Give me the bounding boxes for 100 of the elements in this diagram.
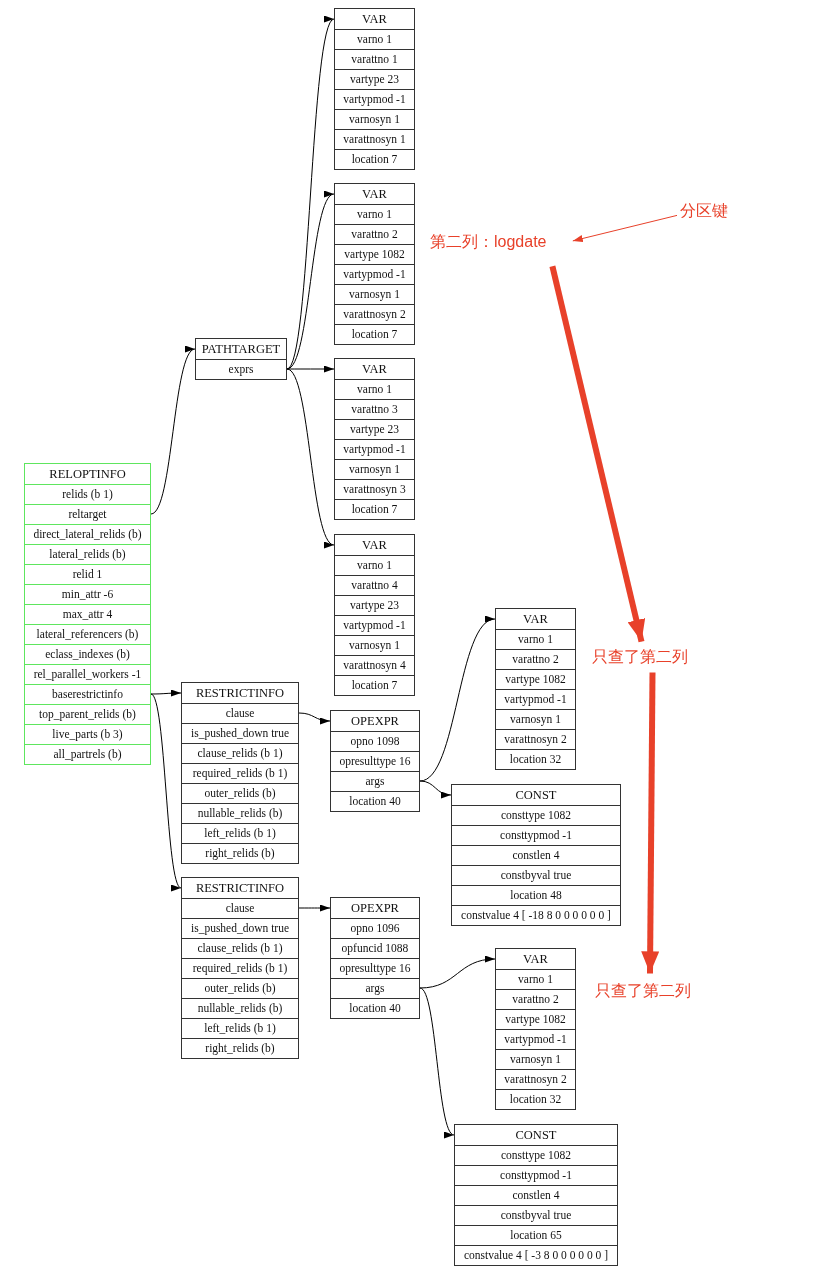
record-field: required_relids (b 1) <box>182 763 298 783</box>
arrow <box>286 368 335 546</box>
annotation-text: 只查了第二列 <box>592 646 702 668</box>
record-table <box>181 682 299 864</box>
record-field: right_relids (b) <box>182 843 298 863</box>
record-field: opno 1098 <box>331 731 419 751</box>
record-field: is_pushed_down true <box>182 918 298 938</box>
record-field: opfuncid 1088 <box>331 938 419 958</box>
record-field: varattnosyn 1 <box>335 129 414 149</box>
annotation-text: 分区键 <box>680 200 740 222</box>
record-field: is_pushed_down true <box>182 723 298 743</box>
record-field: outer_relids (b) <box>182 978 298 998</box>
record-field: required_relids (b 1) <box>182 958 298 978</box>
record-field: lateral_relids (b) <box>25 544 150 564</box>
record-field: args <box>331 978 419 998</box>
record-field: live_parts (b 3) <box>25 724 150 744</box>
record-field: left_relids (b 1) <box>182 1018 298 1038</box>
record-field: clause <box>182 703 298 723</box>
record-field: min_attr -6 <box>25 584 150 604</box>
record-field: outer_relids (b) <box>182 783 298 803</box>
record-field: vartypmod -1 <box>335 264 414 284</box>
record-field: varattno 2 <box>496 649 575 669</box>
record-field: location 40 <box>331 998 419 1018</box>
record-header: VAR <box>361 536 388 554</box>
record-table <box>330 897 420 1019</box>
record-table <box>334 534 415 696</box>
record-table <box>195 338 287 380</box>
annotation-text: 只查了第二列 <box>595 980 705 1002</box>
arrow <box>286 18 335 370</box>
record-field: varattno 1 <box>335 49 414 69</box>
record-field: right_relids (b) <box>182 1038 298 1058</box>
record-field: eclass_indexes (b) <box>25 644 150 664</box>
record-header: VAR <box>522 610 549 628</box>
record-field: opresulttype 16 <box>331 751 419 771</box>
arrow <box>419 780 452 798</box>
record-field: nullable_relids (b) <box>182 803 298 823</box>
record-table <box>24 463 151 765</box>
record-field: all_partrels (b) <box>25 744 150 764</box>
record-field: vartypmod -1 <box>335 439 414 459</box>
record-field: clause_relids (b 1) <box>182 938 298 958</box>
record-field: varattnosyn 4 <box>335 655 414 675</box>
record-field: location 65 <box>455 1225 617 1245</box>
record-field: clause_relids (b 1) <box>182 743 298 763</box>
record-field: constvalue 4 [ -3 8 0 0 0 0 0 0 ] <box>455 1245 617 1265</box>
record-field: location 32 <box>496 749 575 769</box>
record-field: vartype 23 <box>335 419 414 439</box>
record-header: VAR <box>361 185 388 203</box>
record-field: varattnosyn 3 <box>335 479 414 499</box>
record-field: vartypmod -1 <box>335 615 414 635</box>
record-field: baserestrictinfo <box>25 684 150 704</box>
record-field: exprs <box>196 359 286 379</box>
record-field: vartypmod -1 <box>496 1029 575 1049</box>
arrow <box>641 672 660 974</box>
record-field: consttypmod -1 <box>455 1165 617 1185</box>
record-header: OPEXPR <box>350 899 400 917</box>
record-field: varno 1 <box>496 969 575 989</box>
record-field: varattnosyn 2 <box>335 304 414 324</box>
record-header: RESTRICTINFO <box>194 684 286 702</box>
arrow <box>150 689 182 697</box>
record-field: varnosyn 1 <box>335 109 414 129</box>
record-field: location 48 <box>452 885 620 905</box>
arrow <box>549 265 646 643</box>
record-field: varattno 2 <box>335 224 414 244</box>
record-header: CONST <box>514 786 558 804</box>
annotation-text: 第二列：logdate <box>430 231 566 253</box>
record-field: direct_lateral_relids (b) <box>25 524 150 544</box>
record-table <box>451 784 621 926</box>
record-field: varnosyn 1 <box>335 635 414 655</box>
record-field: varattno 2 <box>496 989 575 1009</box>
record-field: location 32 <box>496 1089 575 1109</box>
record-table <box>495 608 576 770</box>
record-header: RELOPTINFO <box>48 465 127 483</box>
record-field: varnosyn 1 <box>335 284 414 304</box>
record-field: vartype 1082 <box>496 1009 575 1029</box>
record-field: vartype 1082 <box>496 669 575 689</box>
arrow <box>150 693 182 889</box>
record-header: VAR <box>361 360 388 378</box>
record-field: nullable_relids (b) <box>182 998 298 1018</box>
record-field: location 40 <box>331 791 419 811</box>
record-field: constlen 4 <box>452 845 620 865</box>
record-field: varno 1 <box>335 29 414 49</box>
record-field: varnosyn 1 <box>335 459 414 479</box>
record-field: varno 1 <box>335 204 414 224</box>
record-field: constlen 4 <box>455 1185 617 1205</box>
record-field: vartype 23 <box>335 595 414 615</box>
record-field: varattnosyn 2 <box>496 1069 575 1089</box>
arrow <box>286 193 335 370</box>
record-field: varnosyn 1 <box>496 709 575 729</box>
record-table <box>334 358 415 520</box>
arrow <box>298 904 331 912</box>
record-field: vartype 23 <box>335 69 414 89</box>
record-header: VAR <box>522 950 549 968</box>
record-field: constbyval true <box>452 865 620 885</box>
record-field: rel_parallel_workers -1 <box>25 664 150 684</box>
record-field: vartypmod -1 <box>496 689 575 709</box>
record-field: constvalue 4 [ -18 8 0 0 0 0 0 0 ] <box>452 905 620 925</box>
record-field: opresulttype 16 <box>331 958 419 978</box>
record-field: opno 1096 <box>331 918 419 938</box>
record-field: relid 1 <box>25 564 150 584</box>
record-field: location 7 <box>335 324 414 344</box>
